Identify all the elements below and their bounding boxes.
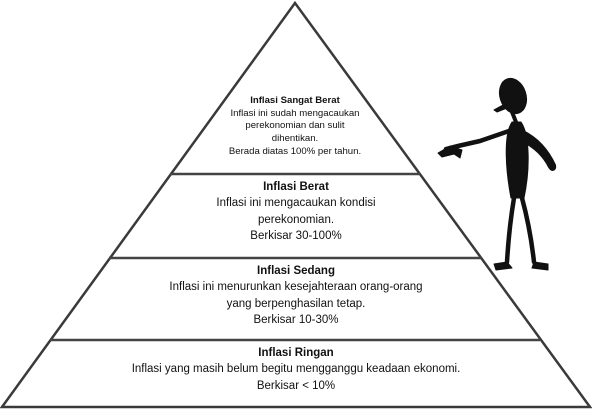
level-title: Inflasi Ringan	[258, 347, 334, 359]
level-title: Inflasi Sedang	[257, 265, 335, 277]
level-moderate: Inflasi Sedang Inflasi ini menurunkan ke…	[0, 264, 592, 328]
level-very-severe: Inflasi Sangat Berat Inflasi ini sudah m…	[0, 95, 590, 158]
level-title: Inflasi Berat	[263, 181, 329, 193]
level-severe: Inflasi Berat Inflasi ini mengacaukan ko…	[0, 180, 592, 244]
level-description-line: Inflasi ini sudah mengacaukan	[230, 107, 360, 119]
level-description-line: Inflasi ini mengacaukan kondisi	[216, 197, 376, 210]
pointing-stick-figure-icon	[437, 77, 557, 271]
level-description-line: yang berpenghasilan tetap.	[226, 297, 366, 310]
level-description-line: Inflasi yang masih belum begitu menggang…	[131, 363, 461, 376]
level-description-line: dihentikan.	[271, 132, 319, 144]
level-mild: Inflasi Ringan Inflasi yang masih belum …	[0, 346, 592, 394]
level-description-line: perekonomian.	[257, 213, 335, 226]
level-description-line: Berkisar 30-100%	[250, 229, 342, 242]
level-description-line: Berkisar 10-30%	[253, 313, 339, 326]
level-description-line: Berkisar < 10%	[256, 379, 336, 392]
level-description-line: perekonomian dan sulit	[245, 120, 345, 132]
level-description-line: Inflasi ini menurunkan kesejahteraan ora…	[169, 281, 423, 294]
level-description-line: Berada diatas 100% per tahun.	[228, 145, 362, 157]
level-title: Inflasi Sangat Berat	[250, 95, 340, 106]
